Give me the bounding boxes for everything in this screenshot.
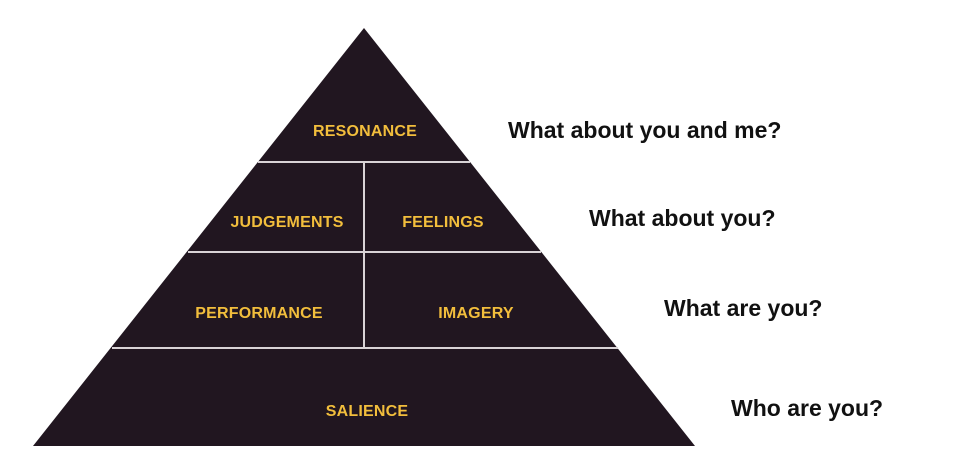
question-salience: Who are you? — [731, 395, 884, 421]
question-judgements-feelings: What about you? — [589, 205, 776, 231]
tier-label-salience: SALIENCE — [326, 403, 409, 420]
question-resonance: What about you and me? — [508, 117, 782, 143]
tier-label-feelings: FEELINGS — [402, 214, 484, 231]
tier-label-judgements: JUDGEMENTS — [230, 214, 343, 231]
question-performance-imagery: What are you? — [664, 295, 823, 321]
tier-label-imagery: IMAGERY — [438, 305, 514, 322]
tier-label-performance: PERFORMANCE — [195, 305, 323, 322]
tier-label-resonance: RESONANCE — [313, 123, 417, 140]
